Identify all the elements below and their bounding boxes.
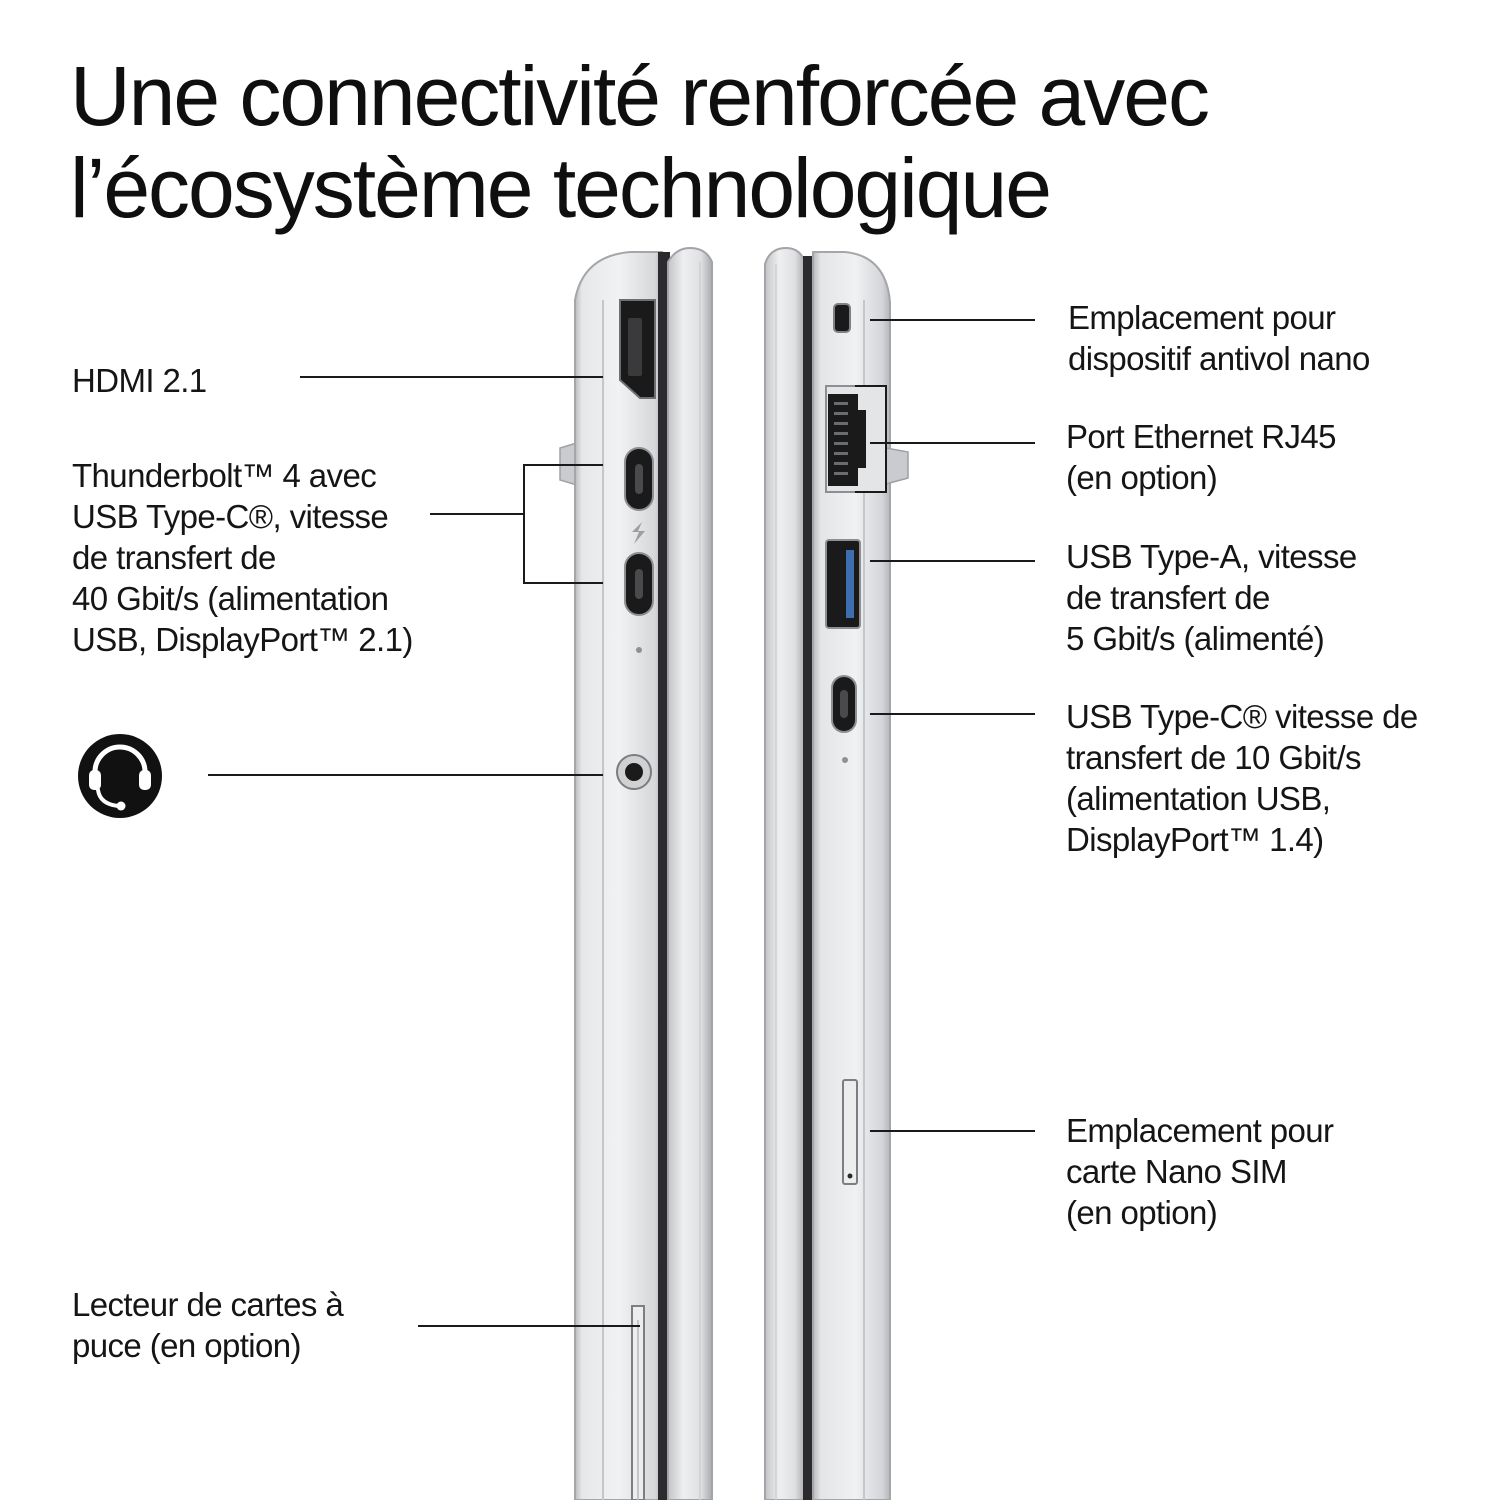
headset-icon: [78, 734, 162, 818]
label-line: Thunderbolt™ 4 avec: [72, 457, 377, 494]
usb-c-led: [842, 757, 848, 763]
smart-card-slot: [631, 1305, 645, 1500]
label-line: HDMI 2.1: [72, 362, 207, 399]
label-hdmi: HDMI 2.1: [72, 360, 207, 401]
label-line: de transfert de: [1066, 579, 1270, 616]
label-line: carte Nano SIM: [1066, 1153, 1287, 1190]
callout-lines: [208, 319, 1035, 1327]
ethernet-port: [825, 385, 887, 493]
callout-thunderbolt: [523, 464, 603, 584]
label-line: (en option): [1066, 1194, 1218, 1231]
thunderbolt-port-lower: [624, 552, 654, 616]
page-title: Une connectivité renforcée avec l’écosys…: [70, 50, 1370, 234]
label-line: transfert de 10 Gbit/s: [1066, 739, 1362, 776]
nano-sim-slot: [842, 1079, 858, 1185]
usb-type-a-port: [825, 539, 861, 629]
hdmi-port: [619, 299, 656, 399]
label-line: DisplayPort™ 1.4): [1066, 821, 1324, 858]
label-line: USB Type-C® vitesse de: [1066, 698, 1418, 735]
label-line: puce (en option): [72, 1327, 302, 1364]
label-line: de transfert de: [72, 539, 276, 576]
label-line: Emplacement pour: [1068, 299, 1336, 336]
thunderbolt-port-upper: [624, 447, 654, 511]
label-line: (en option): [1066, 459, 1218, 496]
label-line: (alimentation USB,: [1066, 780, 1331, 817]
thunderbolt-icon: [632, 522, 645, 544]
nano-lock-slot: [833, 303, 851, 333]
label-ethernet: Port Ethernet RJ45 (en option): [1066, 416, 1336, 498]
label-nano-lock: Emplacement pour dispositif antivol nano: [1068, 297, 1370, 379]
label-line: USB, DisplayPort™ 2.1): [72, 621, 413, 658]
label-line: 40 Gbit/s (alimentation: [72, 580, 389, 617]
label-line: Emplacement pour: [1066, 1112, 1334, 1149]
label-line: USB Type-A, vitesse: [1066, 538, 1357, 575]
label-usb-a: USB Type-A, vitesse de transfert de 5 Gb…: [1066, 536, 1357, 659]
charging-led: [636, 647, 642, 653]
audio-jack: [616, 754, 652, 790]
label-line: Port Ethernet RJ45: [1066, 418, 1336, 455]
label-nano-sim: Emplacement pour carte Nano SIM (en opti…: [1066, 1110, 1334, 1233]
title-line-2: l’écosystème technologique: [70, 141, 1052, 235]
label-line: 5 Gbit/s (alimenté): [1066, 620, 1325, 657]
label-line: dispositif antivol nano: [1068, 340, 1370, 377]
label-usb-c: USB Type-C® vitesse de transfert de 10 G…: [1066, 696, 1418, 860]
usb-type-c-port: [831, 675, 857, 733]
title-line-1: Une connectivité renforcée avec: [70, 49, 1210, 143]
label-line: Lecteur de cartes à: [72, 1286, 344, 1323]
label-thunderbolt: Thunderbolt™ 4 avec USB Type-C®, vitesse…: [72, 455, 413, 660]
callout-ethernet-bracket: [855, 385, 887, 493]
label-line: USB Type-C®, vitesse: [72, 498, 389, 535]
left-side-chassis: [559, 246, 713, 1500]
label-smart-card: Lecteur de cartes à puce (en option): [72, 1284, 344, 1366]
